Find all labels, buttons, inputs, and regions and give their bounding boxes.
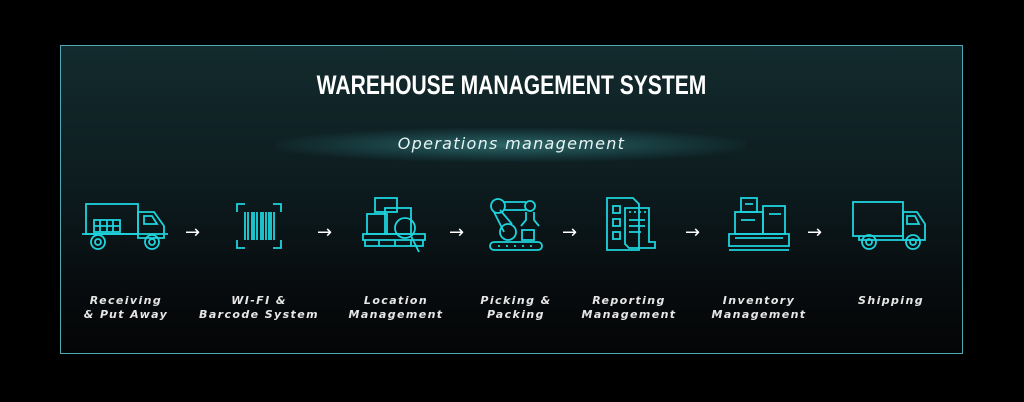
- robot-arm-icon: [441, 196, 591, 258]
- arrow-2: →: [317, 222, 333, 243]
- step-label-barcode: WI-FI &Barcode System: [199, 294, 319, 321]
- arrow-4: →: [562, 222, 578, 243]
- diagram-frame: WAREHOUSE MANAGEMENT SYSTEM Operations m…: [60, 45, 963, 354]
- arrow-1: →: [185, 222, 201, 243]
- arrow-6: →: [807, 222, 823, 243]
- shipping-truck-icon: [816, 196, 966, 256]
- arrow-3: →: [449, 222, 465, 243]
- step-label-picking: Picking &Packing: [480, 294, 552, 321]
- arrow-5: →: [685, 222, 701, 243]
- step-label-shipping: Shipping: [858, 294, 924, 307]
- report-document-icon: [554, 196, 704, 258]
- diagram-title: WAREHOUSE MANAGEMENT SYSTEM: [316, 70, 707, 100]
- inventory-boxes-icon: [684, 196, 834, 258]
- barcode-scan-icon: [184, 196, 334, 256]
- subtitle-band: [276, 128, 746, 162]
- diagram-subtitle: Operations management: [397, 134, 626, 153]
- location-search-icon: [321, 196, 471, 258]
- step-label-receiving: Receiving& Put Away: [83, 294, 169, 321]
- delivery-truck-icon: [51, 196, 201, 256]
